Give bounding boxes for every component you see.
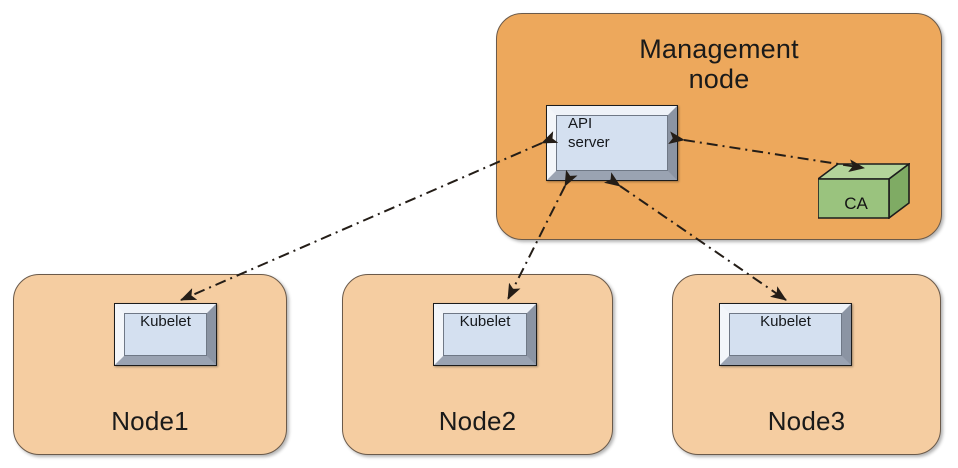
kubelet-box-3[interactable]: Kubelet [719,303,852,366]
kubelet-label-1: Kubelet [140,313,191,330]
api-server-label: API server [568,115,610,151]
management-node-label: Management node [639,34,799,95]
worker-node-label-2: Node2 [438,405,517,436]
kubelet-box-1[interactable]: Kubelet [114,303,217,366]
kubelet-inner-face-3 [729,313,842,356]
kubelet-inner-face-2 [443,313,527,356]
api-server-box[interactable]: API server [546,105,678,181]
kubelet-box-2[interactable]: Kubelet [433,303,537,366]
kubelet-label-2: Kubelet [459,313,511,330]
worker-node-label-1: Node1 [111,405,189,436]
ca-cube-shape [815,162,912,220]
kubelet-label-3: Kubelet [760,313,811,330]
ca-cube[interactable]: CA [815,162,912,220]
worker-node-label-3: Node3 [767,405,846,436]
kubelet-inner-face-1 [124,313,207,356]
api-server-inner-face [556,115,668,171]
